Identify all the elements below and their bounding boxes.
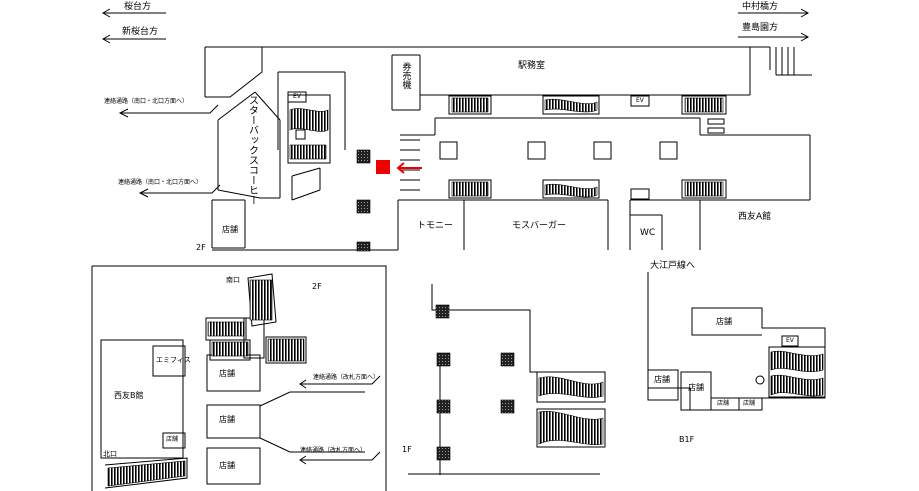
passage-south-2: 連絡通路（改札方面へ） (300, 447, 367, 454)
ticket-machines: 券売機 (400, 62, 411, 89)
seiyu-a: 西友A館 (738, 212, 772, 222)
starbucks: スターバックスコーヒー (246, 95, 258, 205)
shop-b1f-small-2: 店舗 (743, 400, 756, 407)
passage-arrow-upper (118, 104, 219, 118)
floor-1f-outline (408, 284, 606, 475)
tomonii: トモニー (417, 221, 454, 231)
floor-2f-label: 2F (196, 243, 206, 252)
direction-sakuradai: 桜台方 (124, 2, 152, 12)
floor-2f-south-outline (91, 265, 387, 491)
shop-b1f-small-1: 店舗 (717, 400, 730, 407)
ev-2f-right: EV (636, 97, 644, 104)
direction-shin-sakuradai: 新桜台方 (122, 27, 159, 37)
floor-b1f-label: B1F (679, 435, 695, 444)
shop-b1f-3: 店舗 (688, 383, 704, 392)
passage-lower-label: 連絡通路（南口・北口方面へ） (118, 179, 203, 186)
direction-arrow-toshimaen (738, 32, 810, 42)
south-exit: 南口 (226, 276, 240, 284)
floor-2f-outline (204, 46, 812, 251)
direction-arrow-nakamurabashi (738, 8, 810, 18)
shop-b1f-2: 店舗 (654, 375, 670, 384)
passage-upper-label: 連絡通路（南口・北口方面へ） (104, 98, 189, 105)
shop-b1f-1: 店舗 (716, 317, 732, 326)
emifis: エミフィス (156, 356, 191, 364)
direction-arrow-sakuradai (101, 8, 166, 18)
passage-arrow-lower (138, 184, 221, 198)
shop-2f: 店舗 (222, 225, 238, 234)
shop-south-small: 店舗 (166, 436, 179, 443)
shop-south-1: 店舗 (219, 369, 235, 378)
current-location-marker (376, 160, 390, 174)
current-location-arrow (396, 162, 422, 174)
station-office: 駅務室 (518, 61, 546, 71)
pillars (356, 149, 515, 461)
seiyu-b: 西友B館 (114, 391, 144, 400)
floor-b1f-outline (647, 272, 826, 411)
ev-b1f: EV (786, 337, 794, 344)
oedo-line: 大江戸線へ (650, 261, 696, 271)
floor-2f-south-label: 2F (312, 282, 322, 291)
floor-1f-label: 1F (402, 445, 412, 454)
ev-2f-left: EV (293, 93, 301, 100)
escalators (107, 97, 824, 487)
mos-burger: モスバーガー (512, 221, 567, 231)
shop-south-2: 店舗 (219, 415, 235, 424)
direction-toshimaen: 豊島園方 (742, 23, 779, 33)
passage-south-1: 連絡通路（改札方面へ） (313, 374, 380, 381)
north-exit: 北口 (103, 450, 117, 458)
direction-arrow-shin-sakuradai (101, 34, 166, 44)
wc: WC (640, 228, 656, 238)
direction-nakamurabashi: 中村橋方 (742, 2, 779, 12)
shop-south-3: 店舗 (219, 461, 235, 470)
